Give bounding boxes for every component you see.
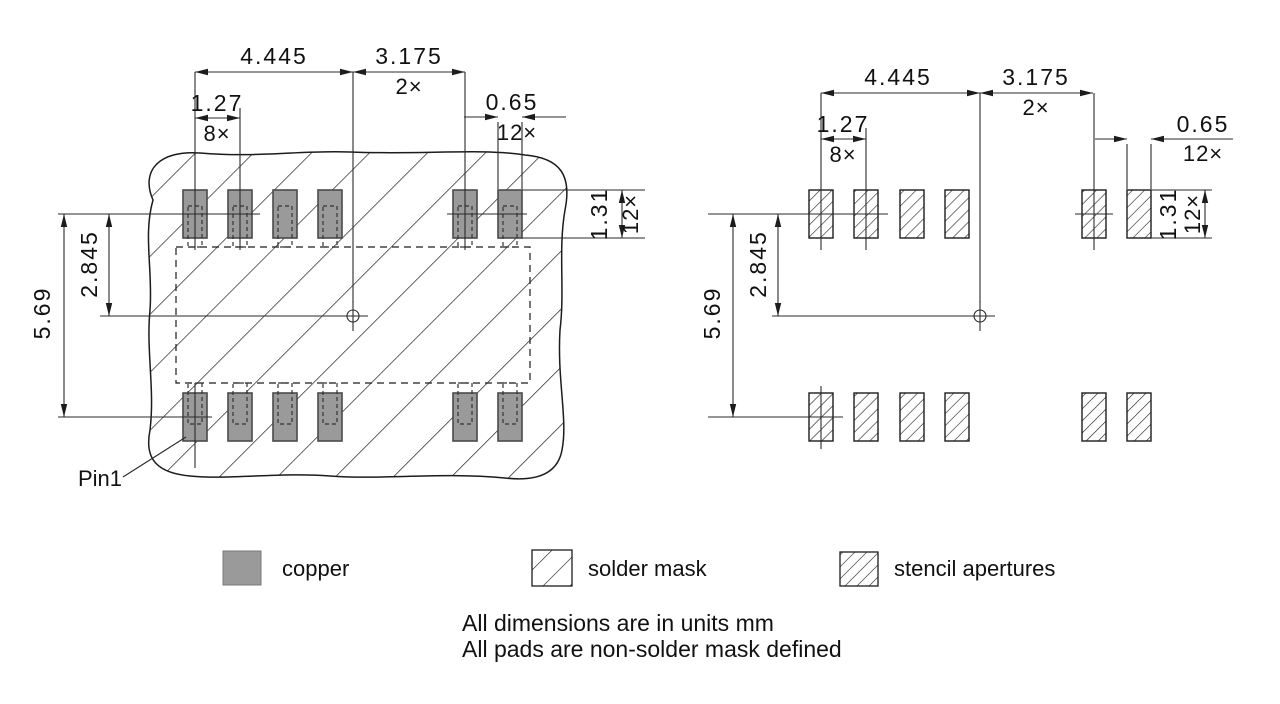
dim-row-pitch-label: 4.445 [240, 43, 308, 69]
dim-full-span-label: 5.69 [29, 287, 55, 340]
aperture [899, 189, 925, 239]
dim-pad-width-qty: 12× [1183, 141, 1223, 166]
legend-item-solder-mask: solder mask [531, 549, 708, 587]
center-mark [338, 301, 368, 331]
dim-pad-pitch-qty: 8× [203, 121, 230, 146]
dim-pad-width-qty: 12× [497, 120, 537, 145]
pad [272, 189, 298, 239]
dim-half-span-label: 2.845 [76, 230, 102, 298]
pad [497, 392, 523, 442]
aperture [1081, 392, 1107, 442]
solder-mask-swatch [531, 549, 573, 587]
dim-pad-pitch-label: 1.27 [817, 111, 870, 137]
pin1-label: Pin1 [78, 466, 122, 491]
legend-solder-mask-label: solder mask [588, 556, 708, 581]
pad [317, 189, 343, 239]
dim-row-gap-label: 3.175 [1002, 64, 1070, 90]
extension-lines [58, 72, 645, 468]
legend: copper solder mask stencil apertures [222, 549, 1055, 587]
component-outline [175, 246, 531, 384]
dim-row-gap-qty: 2× [395, 74, 422, 99]
pad [272, 392, 298, 442]
legend-item-stencil-apertures: stencil apertures [839, 551, 1055, 587]
aperture [1126, 392, 1152, 442]
stencil-apertures-swatch [839, 551, 879, 587]
aperture [853, 392, 879, 442]
dim-pad-width-label: 0.65 [1177, 111, 1230, 137]
aperture [899, 392, 925, 442]
note-mask-defined: All pads are non-solder mask defined [462, 636, 842, 662]
dimension-lines [60, 68, 626, 417]
dim-full-span-label: 5.69 [699, 287, 725, 340]
pin1-leader-line [122, 436, 187, 478]
pad [452, 392, 478, 442]
legend-item-copper: copper [222, 550, 349, 586]
dim-pad-height-label: 1.31 [586, 188, 612, 241]
dimension-lines [729, 89, 1233, 417]
legend-copper-label: copper [282, 556, 349, 581]
dim-pad-pitch-label: 1.27 [191, 90, 244, 116]
dim-row-gap-label: 3.175 [375, 43, 443, 69]
notes: All dimensions are in units mm All pads … [462, 610, 842, 662]
aperture [944, 189, 970, 239]
stencil-aperture-view: 4.445 3.175 2× 1.27 8× 0.65 12× 1.31 12×… [699, 64, 1233, 449]
dim-pad-pitch-qty: 8× [829, 142, 856, 167]
pad [227, 392, 253, 442]
dim-pad-height-label: 1.31 [1155, 188, 1181, 241]
note-units: All dimensions are in units mm [462, 610, 774, 636]
dim-row-pitch-label: 4.445 [864, 64, 932, 90]
center-mark [965, 301, 995, 331]
dim-half-span-label: 2.845 [745, 230, 771, 298]
pad [317, 392, 343, 442]
dim-pad-width-label: 0.65 [486, 89, 539, 115]
legend-stencil-apertures-label: stencil apertures [894, 556, 1055, 581]
aperture [944, 392, 970, 442]
dim-pad-height-qty: 12× [618, 194, 643, 234]
aperture [1126, 189, 1152, 239]
copper-swatch [222, 550, 262, 586]
dim-pad-height-qty: 12× [1180, 194, 1205, 234]
copper-solder-mask-view: 4.445 3.175 2× 1.27 8× 0.65 12× 1.31 12×… [29, 43, 645, 491]
dim-row-gap-qty: 2× [1022, 95, 1049, 120]
